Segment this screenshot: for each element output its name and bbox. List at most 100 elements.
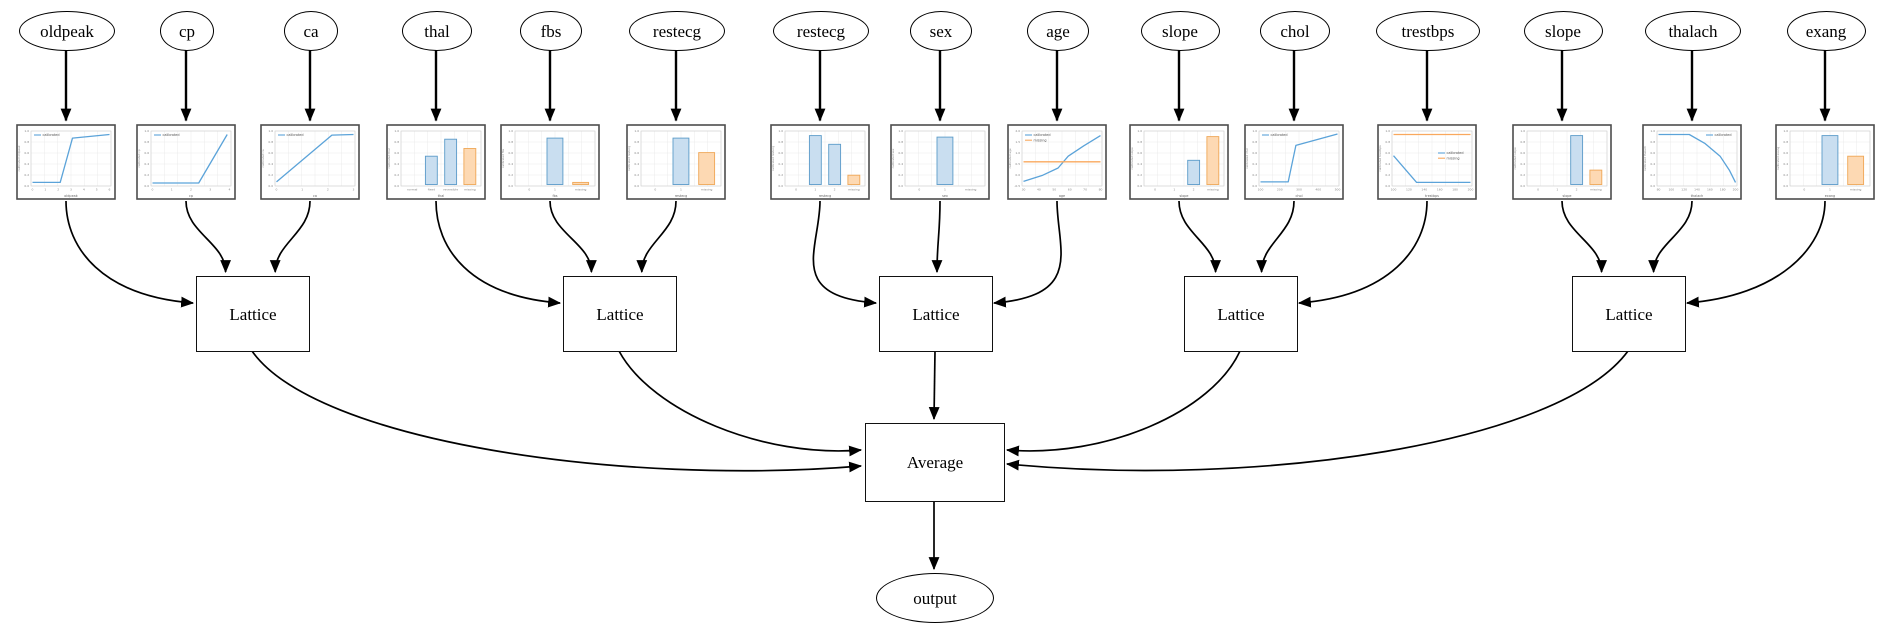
axes-frame	[1021, 130, 1103, 187]
plot-text: 1.5	[1015, 140, 1020, 144]
plot-text: 1.0	[1252, 129, 1257, 133]
plot-text: missing	[701, 187, 713, 191]
edge-arrow	[1005, 350, 1629, 472]
plot-text: 0.0	[144, 184, 149, 188]
calibration-line	[1260, 133, 1338, 183]
plot-text: 0.0	[1252, 184, 1257, 188]
calibration-bar	[808, 135, 822, 185]
plot-text: 0.2	[1520, 173, 1525, 177]
plot-text: slope	[1179, 194, 1188, 198]
calibration-line	[1393, 155, 1471, 184]
plot-text: calibrated slope	[1130, 147, 1134, 170]
lattice-node-2: Lattice	[563, 276, 677, 352]
axes-frame	[514, 130, 596, 187]
plot-text: 2	[327, 187, 329, 191]
plot-text: 0.8	[1650, 140, 1655, 144]
plot-text: 0.2	[1385, 173, 1390, 177]
calibration-bar	[698, 152, 716, 185]
edge-arrow	[65, 200, 195, 308]
plot-text: 3	[70, 187, 72, 191]
plot-text: calibrated trestbps	[1378, 145, 1382, 172]
plot-text: 0.0	[898, 184, 903, 188]
calibration-bar	[1187, 159, 1201, 185]
calibration-bar	[1821, 135, 1839, 185]
axes-frame	[904, 130, 986, 187]
feature-node-sex: sex	[909, 11, 973, 51]
feature-node-ca: ca	[283, 11, 339, 51]
plot-text: chol	[1295, 194, 1302, 198]
plot-text: 160	[1707, 187, 1713, 191]
plot-text: 30	[1022, 187, 1026, 191]
axes-frame	[1258, 130, 1340, 187]
plot-text: 0.6	[268, 151, 273, 155]
plot-text: 1	[814, 187, 816, 191]
plot-text: calibrated	[43, 133, 60, 137]
plot-text: -0.5	[1014, 184, 1020, 188]
plot-text: 0.8	[144, 140, 149, 144]
plot-text: 0.6	[898, 151, 903, 155]
axes-frame	[1143, 130, 1225, 187]
plot-text: 0.4	[898, 162, 903, 166]
plot-text: 0.2	[1650, 173, 1655, 177]
plot-text: 0.4	[508, 162, 513, 166]
plot-text: 0.2	[1783, 173, 1788, 177]
calibration-bar	[424, 155, 438, 185]
feature-node-slope: slope	[1140, 11, 1220, 51]
plot-text: 0.0	[1385, 184, 1390, 188]
plot-text: 0.2	[898, 173, 903, 177]
plot-text: missing	[965, 187, 977, 191]
plot-text: missing	[1590, 187, 1602, 191]
plot-text: 2.0	[1015, 129, 1020, 133]
plot-text: 140	[1421, 187, 1427, 191]
axes-frame	[1656, 130, 1738, 187]
plot-text: 400	[1315, 187, 1321, 191]
gridlines	[1259, 131, 1339, 186]
calibration-bar	[444, 138, 458, 185]
plot-text: 0.4	[778, 162, 783, 166]
plot-text: 300	[1296, 187, 1302, 191]
plot-text: 0.0	[394, 184, 399, 188]
plot-text: 160	[1437, 187, 1443, 191]
plot-text: thalach	[1691, 194, 1704, 198]
calibration-bar	[463, 148, 477, 185]
plot-text: 1.0	[1650, 129, 1655, 133]
plot-text: 1.0	[778, 129, 783, 133]
plot-text: 0.6	[634, 151, 639, 155]
plot-text: calibrated chol	[1245, 148, 1249, 169]
lattice-node-4: Lattice	[1184, 276, 1298, 352]
plot-text: 0.8	[268, 140, 273, 144]
plot-text: 0.5	[1015, 162, 1020, 166]
plot-text: 80	[1657, 187, 1661, 191]
edge-arrow	[1685, 200, 1826, 308]
plot-text: 0.8	[1137, 140, 1142, 144]
plot-text: 1.0	[898, 129, 903, 133]
plot-text: thal	[438, 194, 445, 198]
plot-text: 0.0	[778, 184, 783, 188]
plot-text: missing	[848, 187, 860, 191]
axes-frame	[30, 130, 112, 187]
calibration-bar	[1206, 136, 1220, 185]
plot-text: 0.0	[634, 184, 639, 188]
plot-text: 0.6	[144, 151, 149, 155]
plot-text: 0	[528, 187, 530, 191]
plot-text: 2	[1576, 187, 1578, 191]
axes-frame	[1789, 130, 1871, 187]
plot-text: 0	[276, 187, 278, 191]
plot-text: 0	[1803, 187, 1805, 191]
gridlines	[275, 131, 355, 186]
plot-text: 4	[83, 187, 85, 191]
gridlines	[1022, 131, 1102, 186]
axes-frame	[274, 130, 356, 187]
plot-text: 0.6	[1783, 151, 1788, 155]
average-node: Average	[865, 423, 1005, 502]
plot-text: 1.0	[144, 129, 149, 133]
plot-text: 1.0	[1520, 129, 1525, 133]
plot-text: ca	[313, 194, 317, 198]
plot-text: restecg	[675, 194, 688, 198]
plot-frame	[1512, 124, 1612, 200]
plot-text: calibrated	[1447, 151, 1464, 155]
